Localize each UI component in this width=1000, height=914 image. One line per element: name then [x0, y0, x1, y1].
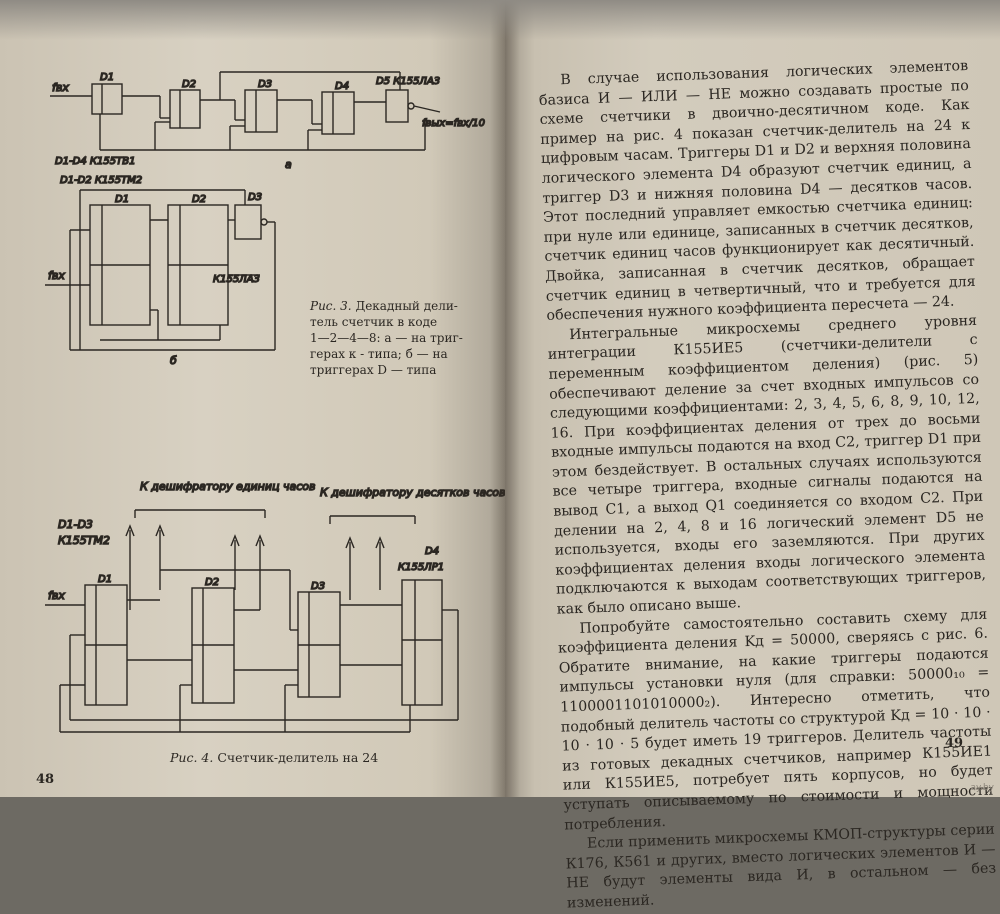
- fig4-d4: [401, 579, 443, 706]
- figure-3-caption-line-1: Декадный дели-: [355, 299, 458, 313]
- paragraph-4: Если применить микросхемы КМОП-структуры…: [565, 821, 997, 912]
- fig3b-circuit: [45, 189, 276, 351]
- fig3b-d1-label: D1: [115, 194, 129, 205]
- left-page-number: 48: [36, 772, 55, 787]
- fig3b-dtype-label: D1-D2 К155ТМ2: [60, 175, 142, 186]
- fig3a-d3-label: D3: [258, 79, 272, 90]
- fig4-d4-type: К155ЛР1: [398, 562, 444, 573]
- watermark: ay.by: [970, 783, 994, 793]
- right-page-number: 49: [945, 736, 964, 751]
- paragraph-3: Попробуйте самостоятельно составить схем…: [557, 606, 994, 834]
- figure-3-diagram: fвх D1 D2 D3 D4 D5 К155ЛА3 fвых=fвх/10 D…: [45, 71, 486, 368]
- fig3a-d2: [169, 89, 201, 129]
- figure-3-caption-line-3: 1—2—4—8: а — на триг-: [310, 331, 463, 345]
- fig3a-chain: [50, 71, 441, 151]
- figure-4-caption: Рис. 4. Счетчик-делитель на 24: [170, 750, 430, 766]
- fig4-bus-tens-label: К дешифратору десятков часов: [320, 486, 505, 499]
- fig3a-d1-label: D1: [100, 72, 114, 83]
- background-top: [0, 0, 1000, 40]
- figure-3-caption-label: Рис. 3.: [310, 299, 352, 313]
- book-gutter: [490, 0, 520, 797]
- fig3a-d2-label: D2: [182, 79, 196, 90]
- figure-3-caption-line-4: герах к - типа; б — на: [310, 347, 448, 361]
- fig3a-nand-label: D5 К155ЛА3: [376, 76, 440, 87]
- fig3b-nand-label: D3: [248, 192, 262, 203]
- fig4-d4-label: D4: [425, 546, 439, 557]
- fig4-triggers: [84, 579, 443, 706]
- fig3a-d4-label: D4: [335, 81, 349, 92]
- fig3b-input-label: fвх: [48, 269, 65, 282]
- paragraph-2: Интегральные микросхемы среднего уровня …: [547, 312, 987, 618]
- fig4-left-label-2: К155ТМ2: [58, 534, 110, 547]
- fig4-d1-label: D1: [98, 574, 112, 585]
- fig3b-sub-label: б: [170, 354, 177, 367]
- figure-3-caption-line-2: тель счетчик в коде: [310, 315, 438, 329]
- fig4-d3-label: D3: [311, 581, 325, 592]
- figure-4-caption-label: Рис. 4.: [170, 750, 214, 765]
- figure-4-diagram: К дешифратору единиц часов К дешифратору…: [45, 479, 506, 733]
- right-page-body: В случае использования логических элемен…: [538, 57, 997, 914]
- fig3a-d1: [91, 83, 123, 115]
- fig3b-nand-type: К155ЛА3: [213, 274, 260, 285]
- fig3b-d2-label: D2: [192, 194, 206, 205]
- fig4-input-label: fвх: [48, 589, 65, 602]
- paragraph-1: В случае использования логических элемен…: [538, 57, 976, 324]
- figure-3-caption-line-5: триггерах D — типа: [310, 363, 437, 377]
- figure-4-caption-text: Счетчик-делитель на 24: [217, 750, 379, 765]
- fig4-wires: [45, 569, 459, 733]
- fig4-d2-label: D2: [205, 577, 219, 588]
- fig3a-d5-nand: [385, 89, 415, 123]
- fig3a-input-label: fвх: [52, 81, 69, 94]
- fig3a-output-label: fвых=fвх/10: [422, 118, 485, 129]
- fig3a-chain-label: D1-D4 К155ТВ1: [55, 156, 135, 167]
- right-page: 49: [505, 0, 1000, 797]
- figure-3-caption: Рис. 3. Декадный дели- тель счетчик в ко…: [310, 298, 470, 378]
- fig4-buses: [125, 509, 416, 610]
- fig3a-d3: [244, 89, 278, 133]
- fig4-bus-units-label: К дешифратору единиц часов: [140, 480, 316, 493]
- fig3a-sub-label: а: [285, 158, 292, 171]
- fig3b-d3-nand: [234, 204, 262, 240]
- fig3a-d4: [321, 91, 355, 135]
- fig4-left-label-1: D1-D3: [58, 518, 93, 531]
- left-page: fвх D1 D2 D3 D4 D5 К155ЛА3 fвых=fвх/10 D…: [0, 0, 506, 797]
